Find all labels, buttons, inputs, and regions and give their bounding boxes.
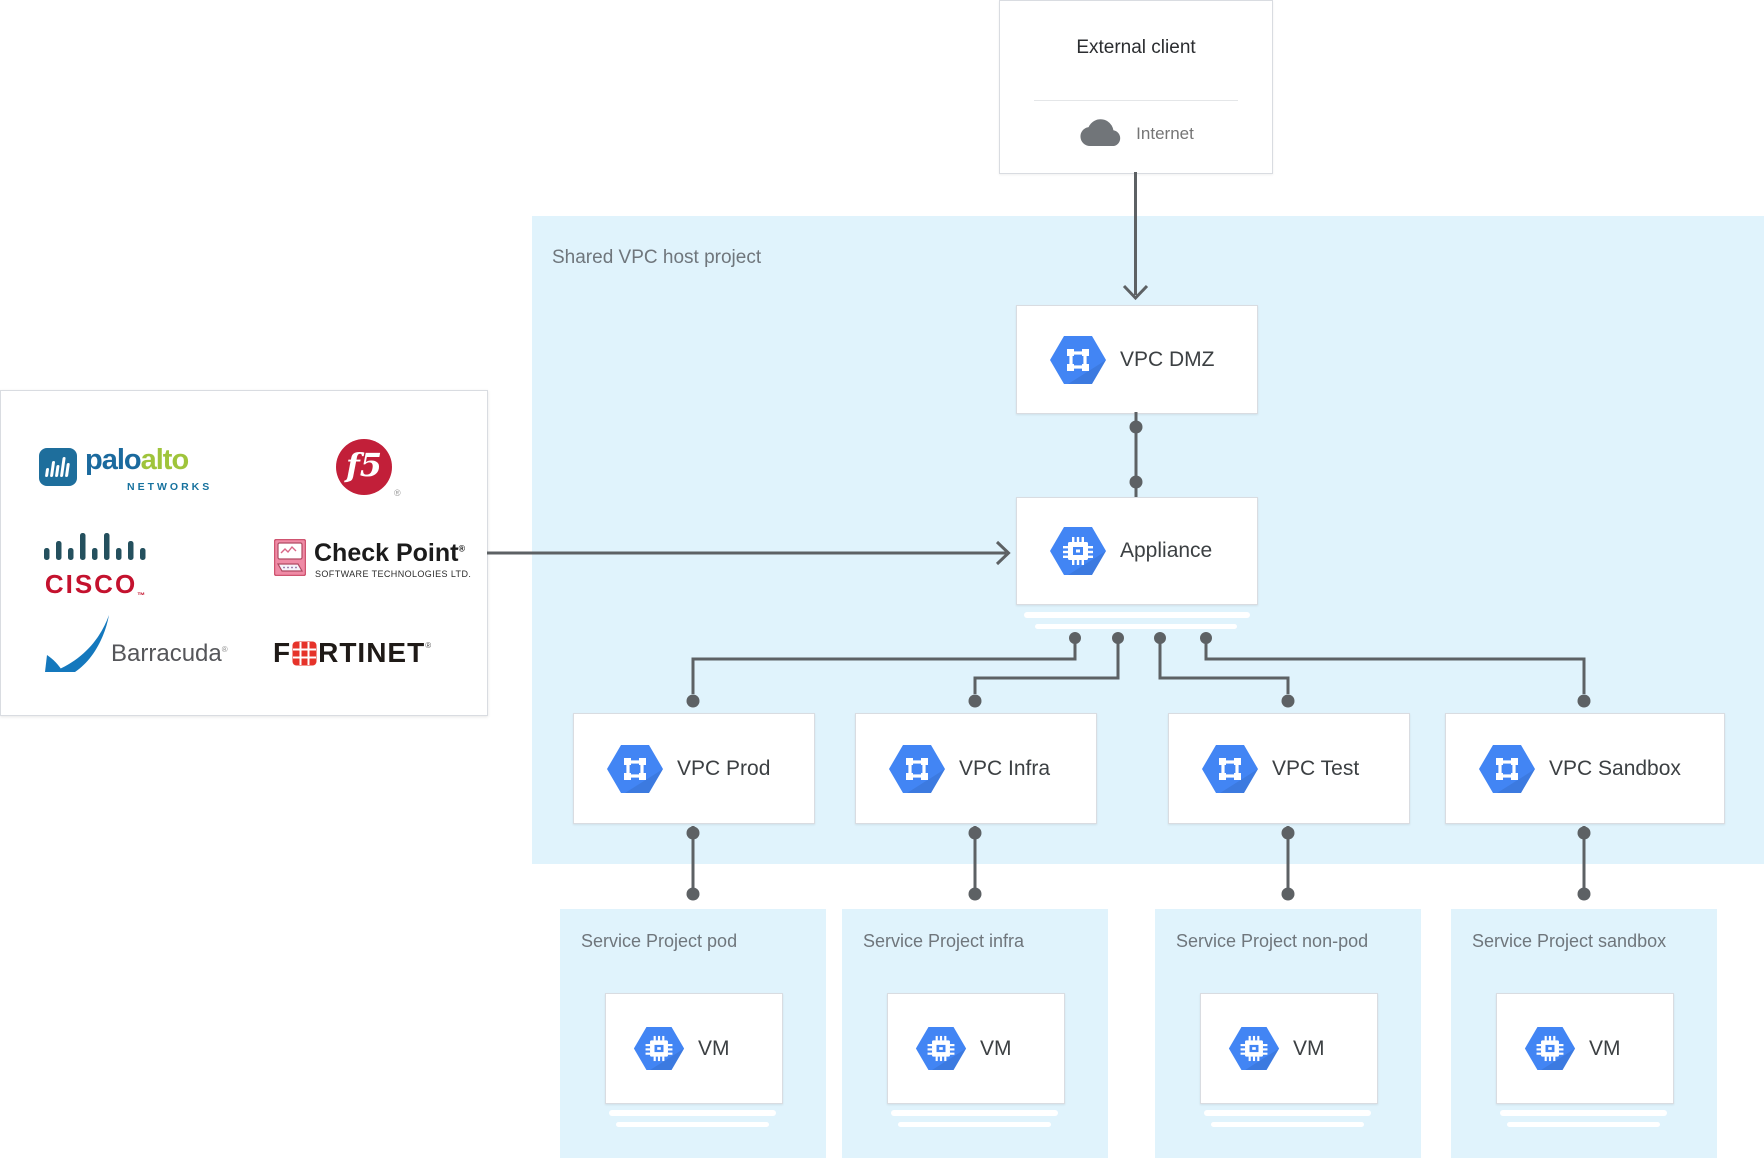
node-vm-pod: VM — [605, 993, 783, 1104]
service-project-infra-label: Service Project infra — [863, 931, 1025, 951]
palo-alto-icon — [39, 448, 77, 486]
vpc-network-icon — [889, 744, 945, 793]
vm-label: VM — [698, 1036, 730, 1060]
node-vm-non-pod: VM — [1200, 993, 1378, 1104]
vpc-test-label: VPC Test — [1272, 756, 1360, 780]
service-project-non-pod-label: Service Project non-pod — [1176, 931, 1369, 951]
palo-alto-subtitle: NETWORKS — [127, 481, 213, 493]
node-vm-infra: VM — [887, 993, 1065, 1104]
compute-chip-icon — [915, 1026, 967, 1071]
node-vpc-prod: VPC Prod — [573, 713, 815, 824]
palo-alto-logo: paloalto — [85, 444, 190, 477]
fortinet-part2: RTINET — [318, 637, 426, 668]
cisco-bars-icon — [44, 533, 146, 560]
vpc-sandbox-label: VPC Sandbox — [1549, 756, 1681, 780]
f5-label: f5 — [345, 446, 383, 484]
internet-cloud-icon — [1080, 119, 1121, 147]
palo-alto-word1: palo — [85, 444, 142, 476]
node-vpc-infra: VPC Infra — [855, 713, 1097, 824]
vpc-infra-label: VPC Infra — [959, 756, 1051, 780]
node-vpc-sandbox: VPC Sandbox — [1445, 713, 1725, 824]
divider — [1034, 100, 1238, 101]
external-client-title: External client — [1076, 37, 1196, 58]
compute-chip-icon — [633, 1026, 685, 1071]
host-project-label: Shared VPC host project — [552, 247, 762, 268]
vm-label: VM — [1293, 1036, 1325, 1060]
f5-trademark: ® — [394, 488, 401, 498]
compute-chip-icon — [1524, 1026, 1576, 1071]
vpc-network-icon — [1202, 744, 1258, 793]
node-vpc-dmz: VPC DMZ — [1016, 305, 1258, 414]
check-point-subtitle: SOFTWARE TECHNOLOGIES LTD. — [315, 569, 472, 579]
internet-label: Internet — [1136, 124, 1194, 143]
check-point-icon — [274, 539, 306, 576]
fortinet-trademark: ® — [425, 640, 432, 650]
cisco-trademark: ™ — [137, 591, 148, 600]
node-vm-sandbox: VM — [1496, 993, 1674, 1104]
vpc-prod-label: VPC Prod — [677, 756, 771, 780]
cisco-label: CISCO™ — [44, 569, 148, 600]
node-vpc-test: VPC Test — [1168, 713, 1410, 824]
external-client-box: External client Internet — [999, 0, 1273, 174]
barracuda-fin-icon — [45, 615, 109, 672]
cisco-logo: CISCO™ — [44, 530, 148, 600]
fortinet-grid-o-icon — [292, 641, 317, 665]
fortinet-part1: F — [273, 637, 292, 668]
vpc-dmz-label: VPC DMZ — [1120, 347, 1215, 371]
check-point-label: Check Point® — [314, 539, 465, 568]
check-point-wordmark: Check Point — [314, 539, 459, 567]
vpc-network-icon — [1050, 335, 1106, 384]
vm-label: VM — [980, 1036, 1012, 1060]
barracuda-label: Barracuda® — [111, 640, 228, 668]
appliance-vendors-box: paloalto NETWORKS f5 ® CISCO™ — [0, 390, 488, 716]
fortinet-logo: F RTINET ® — [273, 637, 431, 669]
compute-chip-icon — [1228, 1026, 1280, 1071]
node-appliance: Appliance — [1016, 497, 1258, 605]
compute-chip-icon — [1050, 527, 1106, 575]
vm-label: VM — [1589, 1036, 1621, 1060]
barracuda-trademark: ® — [221, 645, 228, 654]
palo-alto-word2: alto — [140, 444, 190, 476]
vpc-network-icon — [607, 744, 663, 793]
vpc-network-icon — [1479, 744, 1535, 793]
barracuda-logo: Barracuda® — [45, 615, 228, 680]
check-point-trademark: ® — [458, 543, 466, 554]
service-project-sandbox-label: Service Project sandbox — [1472, 931, 1667, 951]
barracuda-wordmark: Barracuda — [111, 640, 222, 667]
f5-logo: f5 — [336, 439, 392, 495]
cisco-wordmark: CISCO — [44, 569, 138, 599]
service-project-pod-label: Service Project pod — [581, 931, 738, 951]
appliance-label: Appliance — [1120, 539, 1213, 562]
